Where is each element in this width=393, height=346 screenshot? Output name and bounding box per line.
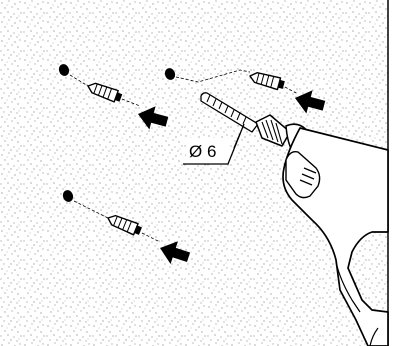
plug-set-top-left [58, 64, 171, 134]
bit-diameter-label: Ø 6 [189, 142, 216, 161]
guide-line [284, 86, 299, 95]
guide-line [69, 74, 89, 87]
guide-line [73, 200, 109, 219]
bit-diameter-callout: Ø 6 [183, 123, 245, 165]
drill-trigger [335, 261, 361, 313]
drill-cord [369, 327, 379, 346]
drilled-hole-icon [62, 190, 74, 202]
drilled-hole-icon [164, 68, 176, 80]
guide-line [121, 98, 141, 107]
plug-set-top-middle [164, 68, 328, 118]
leader-line-tick [233, 133, 241, 149]
guide-line [141, 232, 161, 243]
drill-chuck [255, 114, 291, 147]
drill-vents [299, 167, 317, 186]
drilled-hole-icon [58, 64, 70, 76]
plug-set-bottom-left [62, 190, 193, 269]
drill-icon [200, 92, 389, 346]
guide-line [175, 69, 251, 83]
